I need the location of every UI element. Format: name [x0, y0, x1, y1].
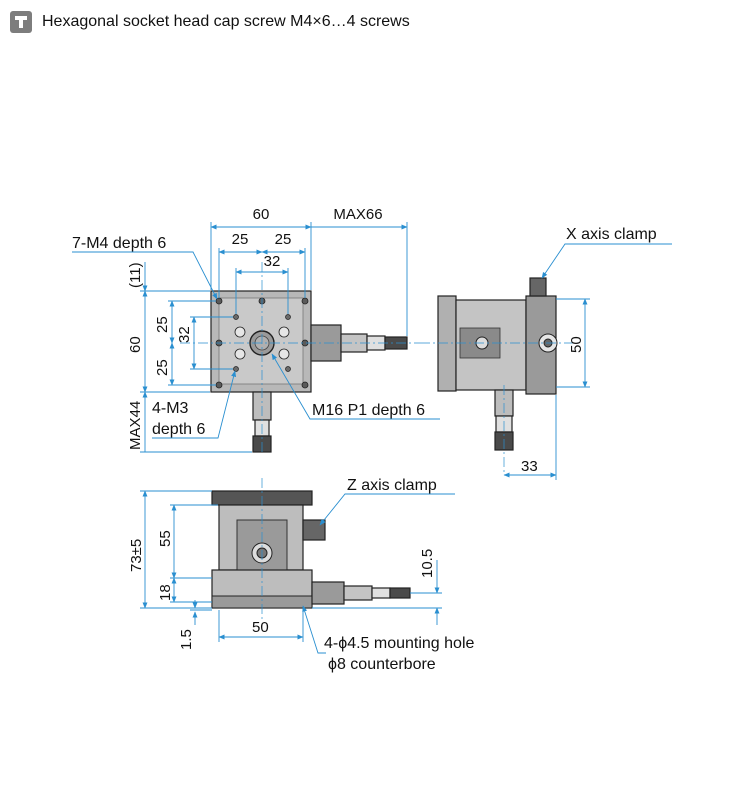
dim-32-top: 32	[264, 253, 281, 270]
screw-heads	[234, 326, 290, 360]
dim-1-5: 1.5	[178, 629, 195, 650]
m3-holes	[233, 314, 291, 372]
dim-25-left-b: 25	[154, 359, 171, 376]
dim-max44: MAX44	[127, 401, 144, 450]
dim-18: 18	[157, 584, 174, 601]
dim-73: 73±5	[128, 539, 145, 572]
label-z-clamp: Z axis clamp	[347, 477, 437, 494]
label-m3-a: 4-M3	[152, 400, 189, 417]
header: Hexagonal socket head cap screw M4×6…4 s…	[10, 10, 410, 34]
label-mounting-hole: 4-ϕ4.5 mounting hole	[324, 635, 474, 652]
dim-60-left: 60	[127, 336, 144, 353]
top-view	[180, 262, 420, 453]
header-text: Hexagonal socket head cap screw M4×6…4 s…	[42, 13, 410, 30]
label-counterbore: ϕ8 counterbore	[328, 656, 436, 673]
dim-25-a: 25	[232, 231, 249, 248]
dim-33: 33	[521, 458, 538, 475]
z-clamp-knob	[302, 519, 326, 541]
label-m4: 7-M4 depth 6	[72, 235, 166, 252]
top-view-dimensions: 60 MAX66 25 25 32 (11) 60 MAX44 25 25 32	[72, 206, 440, 453]
side-view	[420, 277, 580, 475]
dim-25-left-a: 25	[154, 316, 171, 333]
label-m3-b: depth 6	[152, 421, 205, 438]
dim-50-bottom: 50	[252, 619, 269, 636]
x-clamp-knob	[529, 277, 547, 297]
dim-60-top: 60	[253, 206, 270, 223]
dim-32-left: 32	[176, 326, 193, 343]
front-view	[211, 478, 411, 620]
dim-max66: MAX66	[333, 206, 382, 223]
side-view-dimensions: 50 33 X axis clamp	[503, 226, 672, 480]
dim-55: 55	[157, 530, 174, 547]
dim-10-5: 10.5	[419, 549, 436, 578]
dim-25-b: 25	[275, 231, 292, 248]
screw-icon	[10, 11, 32, 33]
label-x-clamp: X axis clamp	[566, 226, 657, 243]
label-m16: M16 P1 depth 6	[312, 402, 425, 419]
dim-50-right: 50	[568, 336, 585, 353]
front-view-dimensions: 73±5 55 18 1.5 50 10.5 Z axis clamp 4-ϕ4…	[128, 477, 474, 673]
dim-11: (11)	[127, 262, 144, 288]
